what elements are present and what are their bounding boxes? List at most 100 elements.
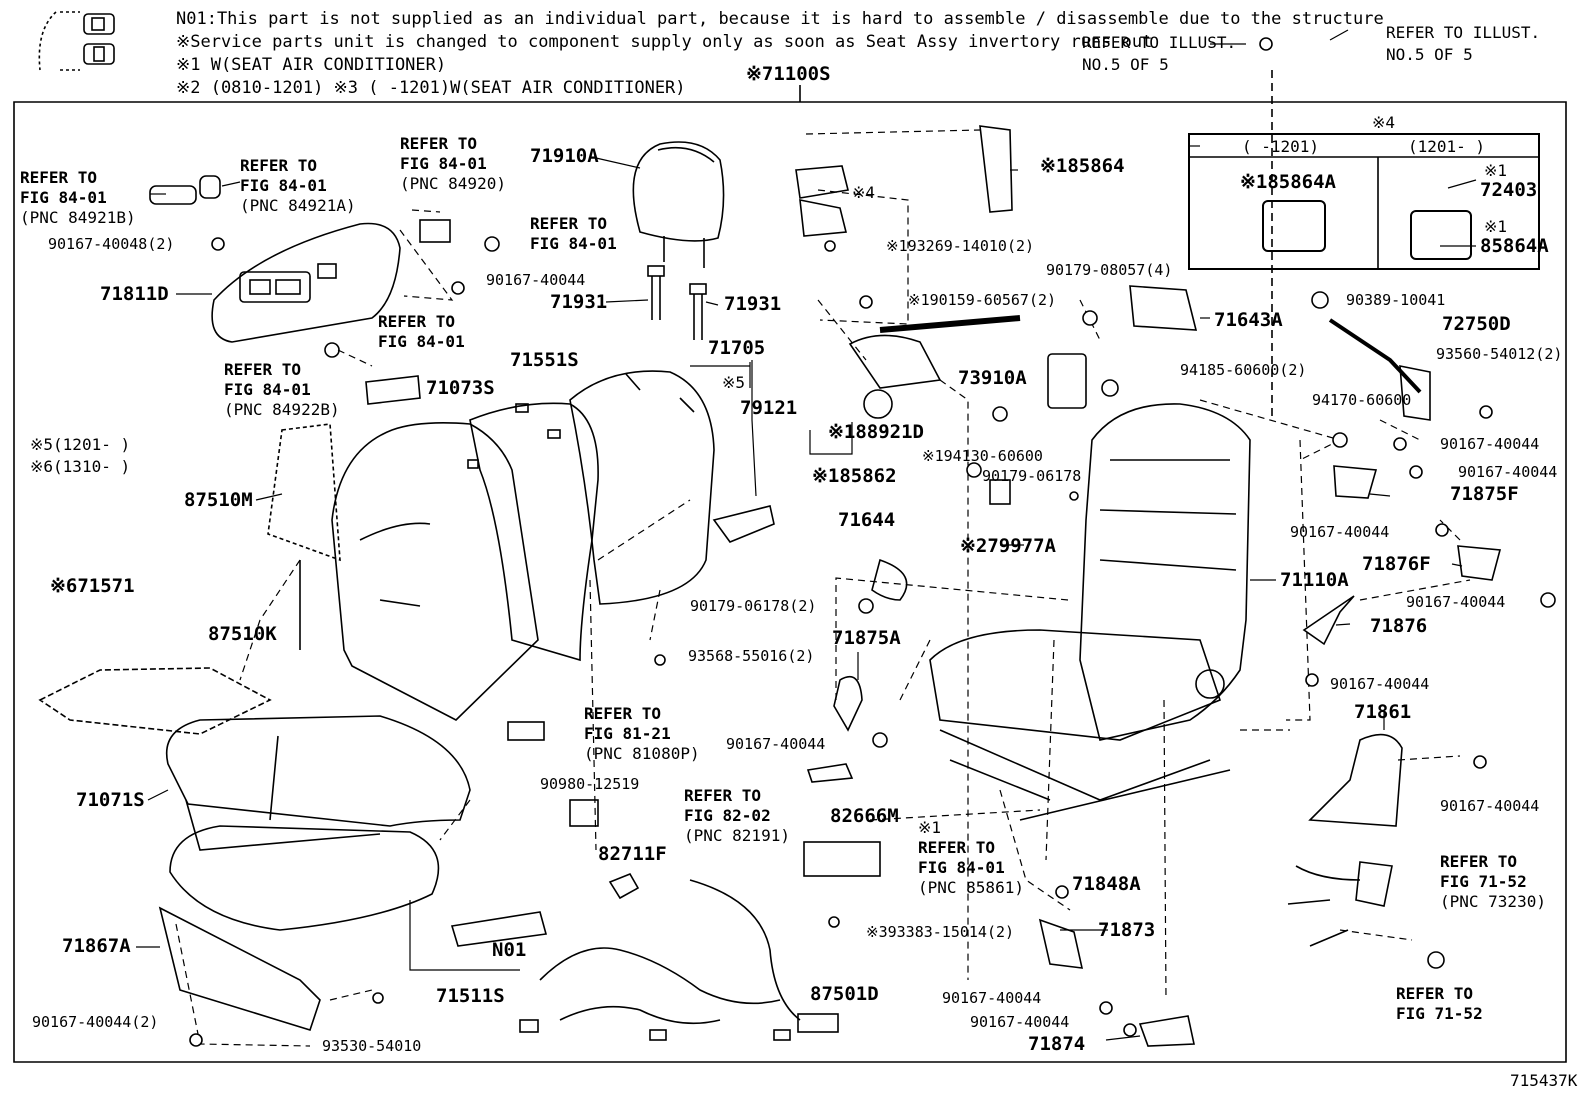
seat-frame-71110A — [929, 403, 1251, 821]
headrest-support-71931 — [647, 265, 707, 340]
part-note: ※4 — [852, 183, 876, 202]
part-label: 71931 — [550, 291, 608, 313]
fastener-label: 90179-06178 — [982, 467, 1082, 485]
part-label: 73910A — [958, 367, 1027, 389]
top-ref-left: REFER TO ILLUST.NO.5 OF 5 — [1082, 33, 1237, 74]
legend-note6: ※6(1310- ) — [30, 457, 131, 476]
fastener-label: 90980-12519 — [540, 775, 640, 793]
wire-harness — [519, 879, 801, 1041]
note-line-2: ※Service parts unit is changed to compon… — [176, 32, 1153, 52]
key-box-col-left: ( -1201) — [1242, 137, 1320, 156]
part-label: 71867A — [62, 935, 131, 957]
part-label: 71931 — [724, 293, 782, 315]
part-label: 71875F — [1450, 483, 1519, 505]
key-box — [1188, 133, 1540, 270]
cover-71861 — [1308, 733, 1403, 827]
cover-71876F — [1457, 545, 1502, 581]
part-label: ※671571 — [50, 575, 135, 597]
part-label: 71876F — [1362, 553, 1431, 575]
fastener-label: 93530-54010 — [322, 1037, 422, 1055]
fastener-label: 93560-54012(2) — [1436, 345, 1563, 363]
key-box-note2: ※1 — [1484, 217, 1508, 236]
clip-82666M — [806, 763, 854, 783]
part-label: ※279977A — [960, 535, 1056, 557]
fastener-label: 90179-06178(2) — [690, 597, 817, 615]
fan-icon-185864A — [1262, 200, 1326, 252]
part-label: 82711F — [598, 843, 667, 865]
seat-back-pad-71073S — [331, 422, 539, 721]
fastener-label: 93568-55016(2) — [688, 647, 815, 665]
fastener-label: 90167-40044 — [486, 271, 586, 289]
part-label: 71910A — [530, 145, 599, 167]
fan-icon-85864A — [1410, 210, 1472, 260]
part-label: 72750D — [1442, 313, 1511, 335]
fastener-label: ※194130-60600 — [922, 447, 1043, 465]
part-label: 71875A — [832, 627, 901, 649]
fan-assembly — [795, 125, 1431, 421]
part-label: ※185864 — [1040, 155, 1125, 177]
headrest-71910A — [632, 141, 725, 268]
pad-sheet-87510M — [267, 423, 341, 562]
fastener-label: 90167-40044 — [942, 989, 1042, 1007]
fastener-label: 90167-40044 — [1330, 675, 1430, 693]
part-label: 71071S — [76, 789, 145, 811]
assembly-label: ※71100S — [746, 63, 831, 85]
part-label: 79121 — [740, 397, 798, 419]
part-label: 71874 — [1028, 1033, 1086, 1055]
pocket-79121 — [712, 505, 775, 543]
part-label: 71876 — [1370, 615, 1428, 637]
fastener-label: 90167-40044(2) — [32, 1013, 159, 1031]
part-label: 71873 — [1098, 919, 1156, 941]
fastener-label: 90179-08057(4) — [1046, 261, 1173, 279]
fastener-label: ※190159-60567(2) — [908, 291, 1057, 309]
diagram-frame — [13, 101, 1567, 1063]
notes: N01:This part is not supplied as an indi… — [176, 8, 1384, 100]
part-label: 82666M — [830, 805, 899, 827]
seat-back-trim-71705 — [569, 370, 715, 605]
fastener-label: 90167-40044 — [1290, 523, 1390, 541]
seat-cushion-frame-71511S — [169, 825, 440, 931]
key-box-part2: 85864A — [1480, 235, 1549, 257]
part-label: 71848A — [1072, 873, 1141, 895]
part-label: 87510K — [208, 623, 277, 645]
fastener-label: 90167-40044 — [726, 735, 826, 753]
fastener-label: 90167-40044 — [970, 1013, 1070, 1031]
legend-note5: ※5(1201- ) — [30, 435, 131, 454]
lower-trim-71867A — [158, 906, 321, 1031]
fastener-label: 90167-40044 — [1458, 463, 1558, 481]
cover-71875F — [1333, 465, 1378, 499]
fastener-label: ※193269-14010(2) — [886, 237, 1035, 255]
pad-87510K — [38, 667, 272, 735]
seat-back-cover-71551S — [467, 402, 599, 662]
trim-71875A — [833, 675, 863, 732]
part-label: ※185862 — [812, 465, 897, 487]
part-label: 71644 — [838, 509, 896, 531]
part-label: 87501D — [810, 983, 879, 1005]
part-label: 71861 — [1354, 701, 1412, 723]
top-ref-right: REFER TO ILLUST.NO.5 OF 5 — [1386, 23, 1541, 64]
key-box-left-part: ※185864A — [1240, 171, 1336, 193]
part-label: 71811D — [100, 283, 169, 305]
fastener-label: 94185-60600(2) — [1180, 361, 1307, 379]
fastener-label: 90167-40044 — [1440, 797, 1540, 815]
bracket-71873 — [1038, 918, 1084, 969]
note-line-3: ※1 W(SEAT AIR CONDITIONER) — [176, 55, 447, 75]
fastener-label: 90167-40044 — [1406, 593, 1506, 611]
key-box-title: ※4 — [1372, 113, 1396, 132]
part-label: 71511S — [436, 985, 505, 1007]
fastener-label: 90167-40048(2) — [48, 235, 175, 253]
part-label: 71551S — [510, 349, 579, 371]
buckle — [1355, 861, 1393, 907]
part-label: ※188921D — [828, 421, 924, 443]
part-label: 71705 — [708, 337, 766, 359]
